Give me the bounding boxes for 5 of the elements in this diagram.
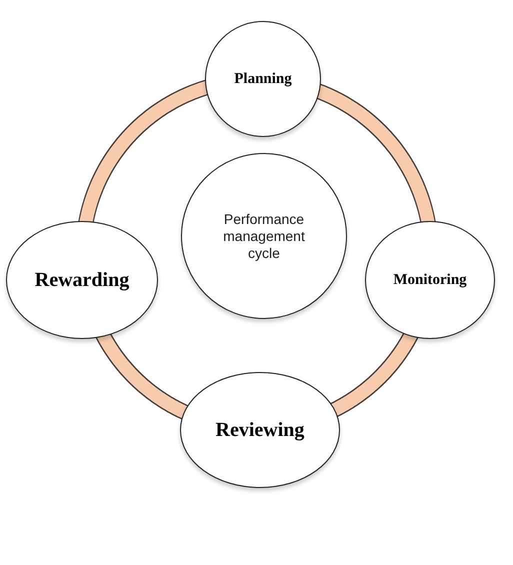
node-label: Performance management cycle [222,210,306,262]
node-label: Monitoring [393,271,467,289]
node-label: Rewarding [34,268,130,292]
node-label: Reviewing [216,418,304,442]
node-label: Planning [234,70,292,88]
